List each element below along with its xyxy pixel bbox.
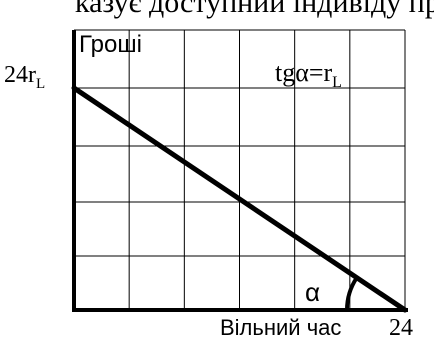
y-intercept-sub: L [36, 76, 45, 92]
angle-arc [344, 276, 359, 311]
y-axis-label: Гроші [79, 31, 142, 58]
slope-annotation: tgα=rL [275, 58, 342, 91]
x-intercept-label: 24 [389, 315, 413, 338]
grid-lines [74, 29, 406, 310]
y-intercept-label: 24rL [4, 62, 45, 92]
slope-annotation-main: tgα=r [275, 58, 333, 87]
x-axis-label: Вільний час [220, 315, 341, 338]
header-text-fragment: казує доступний індивіду пр [75, 0, 434, 19]
slope-annotation-sub: L [332, 74, 342, 91]
angle-label: α [305, 277, 320, 307]
budget-line [71, 85, 408, 313]
y-intercept-main: 24r [4, 62, 36, 88]
series-group [71, 85, 408, 313]
